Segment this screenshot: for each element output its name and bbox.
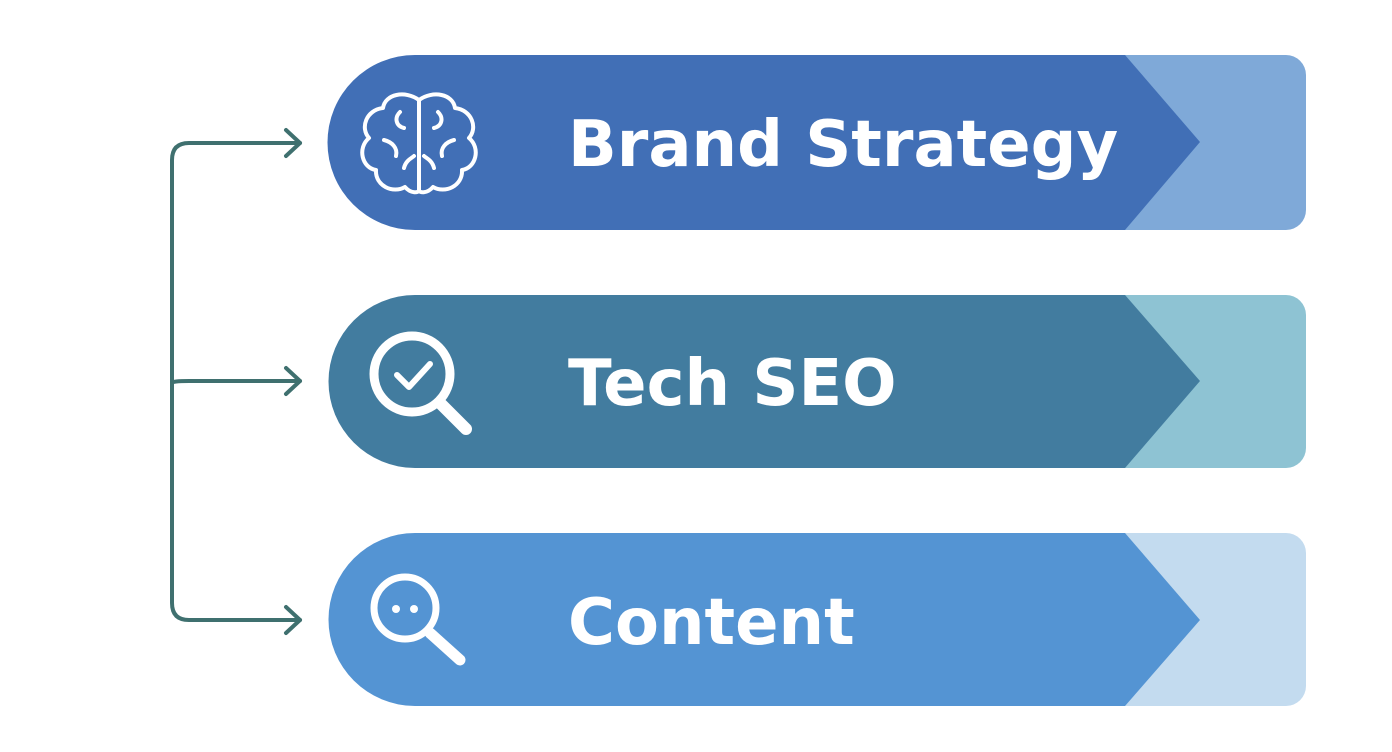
connector-middle-arrowhead: [284, 366, 302, 396]
magnifier-dots-icon: [370, 573, 466, 666]
connector-top-arrowhead: [284, 128, 302, 158]
item-brand-strategy: Brand Strategy: [327, 55, 1306, 230]
connector-top-arrow: [170, 141, 302, 385]
item-tech-seo: Tech SEO: [328, 295, 1306, 468]
item-label: Brand Strategy: [568, 108, 1118, 182]
connector-middle-arrow: [170, 379, 302, 385]
connector-bracket: [170, 128, 302, 635]
item-label: Content: [568, 586, 855, 660]
connector-bottom-arrowhead: [284, 605, 302, 635]
item-content: Content: [328, 533, 1306, 706]
connector-bottom-arrow: [170, 381, 302, 622]
item-label: Tech SEO: [568, 347, 897, 421]
item-banner: [327, 55, 1200, 230]
brain-icon: [360, 92, 478, 195]
magnifier-check-icon: [369, 331, 472, 435]
item-banner: [328, 533, 1200, 706]
item-banner: [328, 295, 1200, 468]
